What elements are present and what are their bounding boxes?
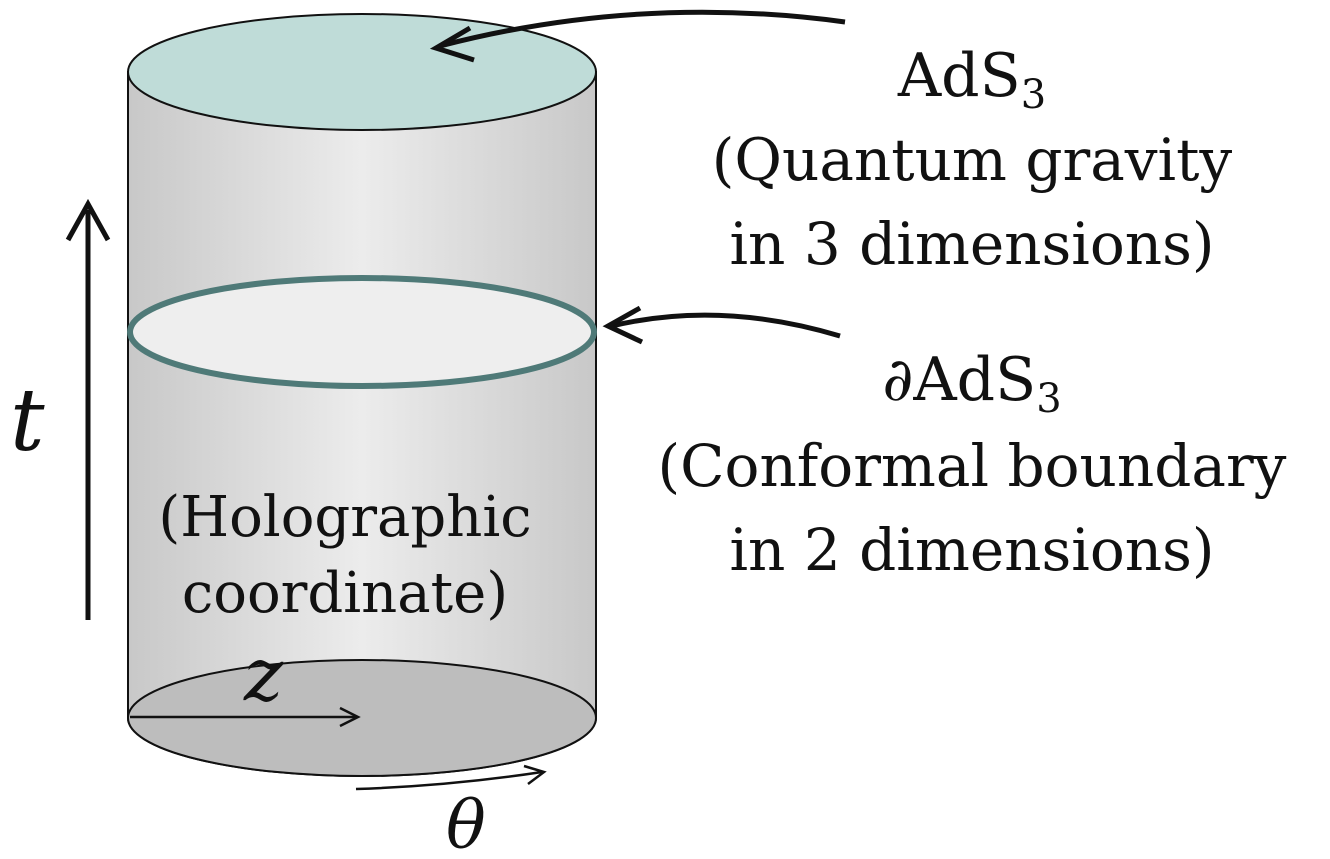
bulk-label-line2: coordinate) (182, 561, 508, 626)
time-axis-label: t (10, 371, 45, 471)
radial-axis (130, 706, 361, 728)
ads3-pointer-arrow (429, 9, 846, 63)
time-axis (65, 198, 111, 620)
boundary-pointer-arrow (602, 305, 841, 345)
ads3-title: AdS3 (897, 41, 1046, 118)
boundary-line3: in 2 dimensions) (729, 516, 1214, 584)
ads3-line3: in 3 dimensions) (729, 210, 1214, 278)
top-cap (127, 13, 597, 131)
ads3-subscript: 3 (1021, 72, 1046, 118)
angle-axis (355, 764, 547, 791)
boundary-title: ∂AdS3 (882, 345, 1061, 422)
ads3-name: AdS (897, 41, 1021, 111)
radial-axis-label: z (243, 632, 284, 718)
bottom-cap (127, 659, 597, 777)
boundary-line2: (Conformal boundary (658, 432, 1287, 500)
boundary-subscript: 3 (1036, 376, 1061, 422)
boundary-slice (127, 275, 597, 389)
ads3-line2: (Quantum gravity (712, 126, 1233, 194)
angle-axis-label: θ (446, 787, 486, 859)
bulk-label-line1: (Holographic (158, 485, 531, 550)
boundary-name: ∂AdS (882, 345, 1036, 415)
